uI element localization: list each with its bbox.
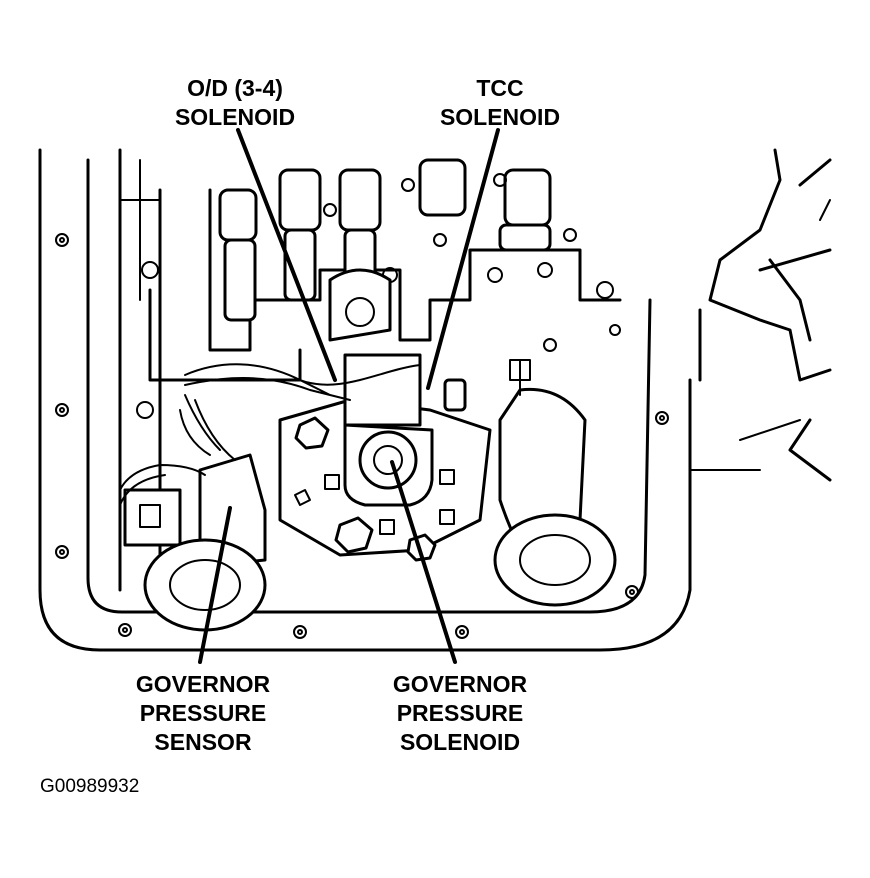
leader-od-solenoid xyxy=(236,128,337,382)
leader-tcc-solenoid xyxy=(426,128,500,390)
gov-solenoid-label: GOVERNOR PRESSURE SOLENOID xyxy=(392,671,528,755)
pan-flange-inner xyxy=(86,158,652,614)
gear-left xyxy=(143,538,267,632)
valve-body-bolts xyxy=(136,173,621,419)
leader-gov-solenoid xyxy=(390,460,457,664)
center-cover xyxy=(328,268,392,342)
figure-code: G00989932 xyxy=(40,776,140,797)
tcc-solenoid-label: TCC SOLENOID xyxy=(439,75,561,130)
leader-gov-sensor xyxy=(198,506,232,664)
pan-bolt-holes xyxy=(55,233,669,639)
gear-right xyxy=(493,513,617,607)
solenoid-canisters xyxy=(218,158,552,322)
solenoid-connector xyxy=(343,353,422,427)
gov-sensor-label: GOVERNOR PRESSURE SENSOR xyxy=(135,671,271,755)
od-solenoid-label: O/D (3-4) SOLENOID xyxy=(174,75,296,130)
pan-flange-outer xyxy=(38,148,692,652)
case-right-side xyxy=(698,148,832,482)
wiring-harness xyxy=(119,363,421,506)
